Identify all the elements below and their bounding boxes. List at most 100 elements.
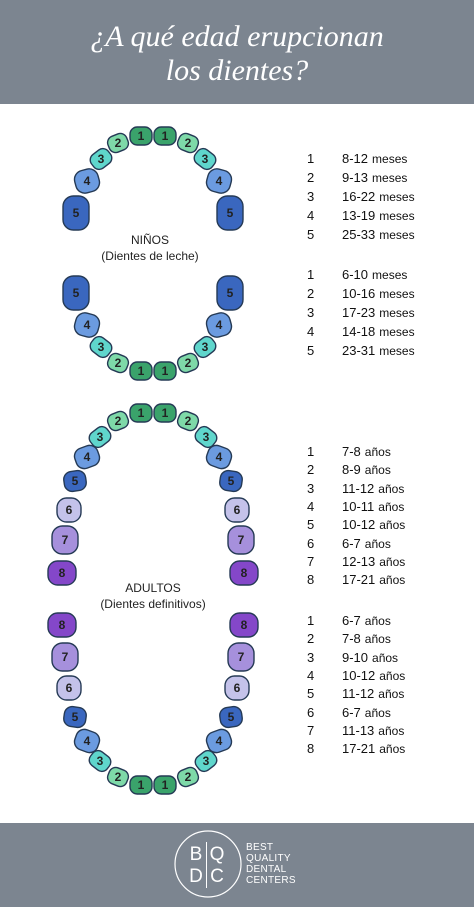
tooth-shape bbox=[153, 403, 177, 423]
tooth-shape bbox=[63, 469, 87, 493]
age-unit: años bbox=[379, 742, 406, 757]
tooth-2: 2 bbox=[106, 410, 130, 432]
tooth-label: 3 bbox=[97, 430, 104, 444]
tooth-6: 6 bbox=[56, 675, 82, 701]
tooth-shape bbox=[62, 275, 90, 311]
tooth-1: 1 bbox=[129, 361, 153, 381]
tooth-5: 5 bbox=[216, 275, 244, 311]
tooth-label: 5 bbox=[72, 710, 79, 724]
age-unit: años bbox=[364, 536, 391, 551]
tooth-label: 1 bbox=[138, 129, 145, 143]
age-range: 6-10 bbox=[342, 267, 369, 282]
tooth-number: 3 bbox=[307, 189, 315, 204]
tooth-label: 5 bbox=[228, 710, 235, 724]
tooth-label: 2 bbox=[115, 414, 122, 428]
tooth-4: 4 bbox=[73, 168, 101, 194]
tooth-shape bbox=[73, 728, 101, 754]
tooth-number: 2 bbox=[307, 170, 315, 185]
tooth-5: 5 bbox=[62, 195, 90, 231]
tooth-label: 4 bbox=[216, 734, 223, 748]
tooth-label: 4 bbox=[84, 174, 91, 188]
tooth-5: 5 bbox=[219, 469, 243, 493]
tooth-4: 4 bbox=[73, 444, 101, 470]
logo-line-quality: QUALITY bbox=[246, 853, 291, 864]
tooth-shape bbox=[129, 775, 153, 795]
tooth-shape bbox=[176, 132, 200, 154]
age-unit: meses bbox=[379, 228, 415, 242]
tooth-number: 4 bbox=[307, 324, 315, 339]
tooth-shape bbox=[176, 352, 200, 374]
age-range: 6-7 bbox=[342, 704, 361, 720]
tooth-number: 3 bbox=[307, 480, 315, 496]
age-unit: meses bbox=[372, 268, 408, 282]
tooth-1: 1 bbox=[153, 126, 177, 146]
tooth-number: 2 bbox=[307, 286, 315, 301]
tooth-shape bbox=[106, 766, 130, 788]
age-unit: meses bbox=[379, 190, 415, 204]
age-unit: años bbox=[379, 668, 406, 683]
tooth-4: 4 bbox=[205, 444, 233, 470]
tooth-3: 3 bbox=[193, 147, 217, 171]
age-unit: años bbox=[378, 499, 405, 514]
logo-letter-b: B bbox=[190, 844, 203, 865]
age-range: 11-12 bbox=[342, 686, 375, 702]
tooth-8: 8 bbox=[47, 560, 77, 586]
tooth-label: 5 bbox=[227, 286, 234, 300]
tooth-shape bbox=[194, 425, 218, 449]
adultos-label: ADULTOS bbox=[125, 581, 181, 595]
logo-line-dental: DENTAL bbox=[246, 864, 287, 875]
tooth-2: 2 bbox=[106, 132, 130, 154]
tooth-label: 4 bbox=[84, 318, 91, 332]
tooth-1: 1 bbox=[129, 126, 153, 146]
tooth-shape bbox=[205, 444, 233, 470]
age-range: 10-11 bbox=[342, 498, 375, 514]
age-unit: años bbox=[378, 687, 405, 702]
tooth-2: 2 bbox=[176, 410, 200, 432]
page-title-line-1: ¿A qué edad erupcionan bbox=[90, 20, 384, 53]
logo-letter-q: Q bbox=[210, 844, 225, 865]
tooth-shape bbox=[229, 612, 259, 638]
tooth-shape bbox=[129, 403, 153, 423]
tooth-shape bbox=[51, 642, 79, 672]
tooth-label: 8 bbox=[241, 566, 248, 580]
tooth-number: 8 bbox=[307, 741, 315, 757]
tooth-number: 4 bbox=[307, 498, 315, 514]
logo-letter-d: D bbox=[189, 866, 203, 887]
tooth-number: 3 bbox=[307, 305, 315, 320]
age-range: 9-10 bbox=[342, 649, 369, 665]
tooth-label: 7 bbox=[62, 650, 69, 664]
tooth-4: 4 bbox=[73, 312, 101, 338]
age-unit: meses bbox=[379, 306, 415, 320]
tooth-5: 5 bbox=[216, 195, 244, 231]
tooth-2: 2 bbox=[106, 352, 130, 374]
age-range: 23-31 bbox=[342, 343, 376, 358]
ninos-sublabel: (Dientes de leche) bbox=[101, 249, 198, 263]
header-banner: ¿A qué edad erupcionan los dientes? bbox=[0, 0, 474, 104]
tooth-4: 4 bbox=[205, 168, 233, 194]
tooth-7: 7 bbox=[227, 642, 255, 672]
age-range: 10-16 bbox=[342, 286, 376, 301]
tooth-number: 5 bbox=[307, 686, 315, 702]
tooth-6: 6 bbox=[224, 497, 250, 523]
age-unit: años bbox=[364, 445, 391, 459]
age-unit: meses bbox=[379, 209, 415, 223]
tooth-shape bbox=[88, 749, 112, 773]
age-unit: años bbox=[364, 463, 391, 478]
tooth-number: 6 bbox=[307, 535, 315, 551]
tooth-shape bbox=[219, 705, 243, 729]
tooth-shape bbox=[153, 361, 177, 381]
tooth-shape bbox=[193, 147, 217, 171]
tooth-number: 7 bbox=[307, 553, 315, 569]
tooth-3: 3 bbox=[89, 147, 113, 171]
tooth-shape bbox=[47, 612, 77, 638]
